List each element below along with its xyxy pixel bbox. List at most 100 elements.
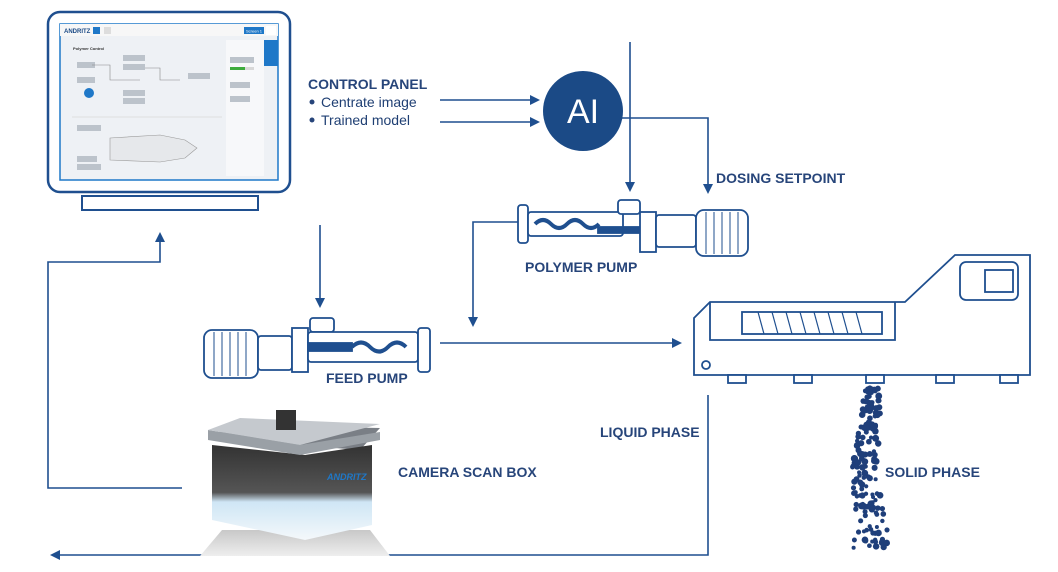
particle	[871, 449, 877, 454]
particle	[862, 512, 868, 519]
user-icon[interactable]	[266, 26, 276, 35]
particle	[855, 430, 862, 437]
particle	[858, 440, 865, 447]
particle	[859, 434, 866, 441]
particle	[850, 485, 857, 491]
screen-button[interactable]	[244, 27, 264, 34]
particle	[865, 406, 872, 412]
arrow-liquid-phase	[50, 395, 709, 560]
particle	[861, 469, 869, 477]
particle	[861, 458, 869, 465]
particle	[858, 411, 866, 419]
particle	[880, 511, 887, 517]
particle	[855, 438, 860, 443]
particle	[874, 524, 879, 530]
particle	[866, 475, 873, 482]
particle	[879, 505, 886, 512]
particle	[853, 506, 859, 512]
camera-box-logo: ANDRITZ	[326, 472, 367, 482]
feed-pump	[203, 317, 431, 379]
particle	[866, 450, 873, 457]
particle	[857, 470, 862, 475]
particle	[872, 537, 878, 543]
particle	[869, 400, 874, 405]
particle	[873, 477, 878, 482]
particle	[872, 434, 880, 442]
particle	[872, 405, 880, 412]
particle	[871, 464, 878, 471]
solid-phase-label: SOLID PHASE	[885, 464, 980, 480]
particle	[872, 413, 878, 419]
eye-icon[interactable]	[264, 40, 278, 66]
arrow-dosing-setpoint	[620, 117, 713, 194]
arrow-camera-to-panel	[47, 232, 182, 489]
particle	[854, 494, 860, 499]
solid-phase-particles	[850, 385, 891, 551]
particle	[853, 501, 859, 508]
particle	[875, 392, 883, 400]
liquid-phase-label: LIQUID PHASE	[600, 424, 700, 440]
particle	[873, 510, 879, 516]
particle	[859, 406, 867, 413]
particle	[862, 424, 870, 432]
particle	[884, 527, 890, 533]
particle	[859, 492, 866, 499]
particle	[864, 394, 870, 400]
particle	[868, 506, 876, 513]
particle	[880, 518, 885, 524]
particle	[864, 484, 869, 489]
monitor-logo: ANDRITZ	[64, 29, 91, 35]
particle	[874, 544, 880, 549]
particle	[869, 421, 876, 428]
particle	[862, 509, 868, 515]
control-panel-title: CONTROL PANEL	[308, 76, 428, 92]
particle	[857, 479, 864, 486]
centrifuge	[693, 254, 1031, 384]
particle	[859, 464, 866, 471]
particle	[874, 385, 881, 392]
menu-icon[interactable]	[104, 27, 111, 34]
particle	[853, 476, 860, 482]
control-panel-monitor: ANDRITZ Screen 1 Polymer Control	[46, 10, 292, 211]
camera-scan-box-label: CAMERA SCAN BOX	[398, 464, 537, 480]
particle	[864, 527, 870, 533]
screen-button-label: Screen 1	[246, 29, 263, 34]
particle	[861, 536, 869, 544]
particle	[855, 529, 862, 535]
control-panel-item-centrate: Centrate image	[321, 94, 417, 110]
monitor-title: Polymer Control	[73, 46, 104, 51]
particle	[862, 388, 868, 394]
particle	[873, 498, 878, 503]
particle	[868, 435, 874, 440]
ai-label: AI	[567, 93, 599, 131]
particle	[867, 524, 872, 529]
polymer-pump	[517, 199, 749, 257]
particle	[858, 518, 864, 524]
particle	[859, 451, 866, 458]
particle	[870, 492, 875, 497]
particle	[883, 540, 888, 546]
particle	[851, 537, 857, 543]
particle	[859, 486, 865, 492]
particle	[875, 529, 882, 537]
arrow-polymer-to-feed	[468, 221, 520, 327]
particle	[871, 459, 876, 464]
particle	[866, 438, 872, 445]
particle	[850, 463, 856, 469]
polymer-pump-label: POLYMER PUMP	[525, 259, 637, 275]
dosing-setpoint-label: DOSING SETPOINT	[716, 170, 846, 186]
particle	[875, 505, 881, 511]
particle	[853, 490, 858, 495]
control-panel-item-model: Trained model	[321, 112, 410, 128]
ai-circle	[543, 71, 623, 151]
particle	[874, 440, 882, 447]
home-icon[interactable]	[93, 27, 100, 34]
particle	[860, 501, 865, 507]
particle	[867, 543, 872, 549]
particle	[857, 473, 862, 478]
particle	[869, 390, 874, 396]
particle	[876, 491, 884, 499]
particle	[851, 545, 856, 550]
